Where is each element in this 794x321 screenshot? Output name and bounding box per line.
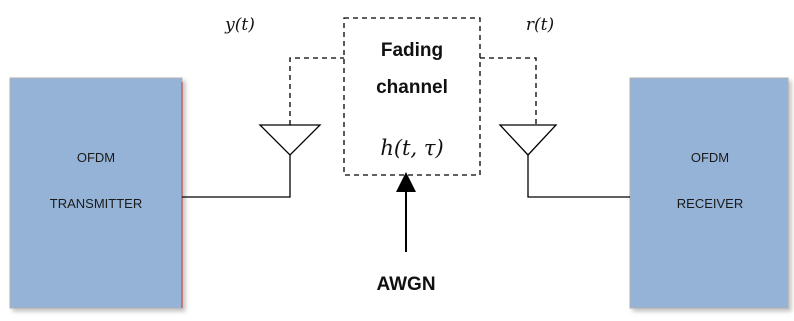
transmitter-box — [9, 77, 183, 309]
transmitter-label-line2: TRANSMITTER — [50, 196, 142, 211]
channel-rx-dashed-link — [480, 57, 537, 125]
tx-to-antenna-line — [182, 155, 291, 198]
channel-impulse-response: h(t, τ) — [380, 136, 443, 160]
receiver-label-line2: RECEIVER — [677, 196, 743, 211]
transmitted-signal-label: y(t) — [224, 15, 255, 35]
receiver-block: OFDM RECEIVER — [629, 77, 789, 309]
received-signal-label: r(t) — [526, 15, 554, 35]
fading-channel-block: Fading channel h(t, τ) — [343, 17, 481, 176]
antenna-to-rx-line — [527, 155, 630, 198]
channel-label-line2: channel — [376, 77, 448, 98]
fading-channel-box — [343, 17, 481, 176]
awgn-label: AWGN — [376, 274, 435, 295]
transmit-antenna-icon — [258, 124, 322, 156]
transmitter-label-line1: OFDM — [77, 150, 115, 165]
receiver-label-line1: OFDM — [691, 150, 729, 165]
transmitter-block: OFDM TRANSMITTER — [9, 77, 183, 309]
receiver-box — [629, 77, 789, 309]
receive-antenna-icon — [498, 124, 558, 156]
tx-channel-dashed-link — [289, 57, 344, 125]
channel-label-line1: Fading — [381, 40, 443, 61]
